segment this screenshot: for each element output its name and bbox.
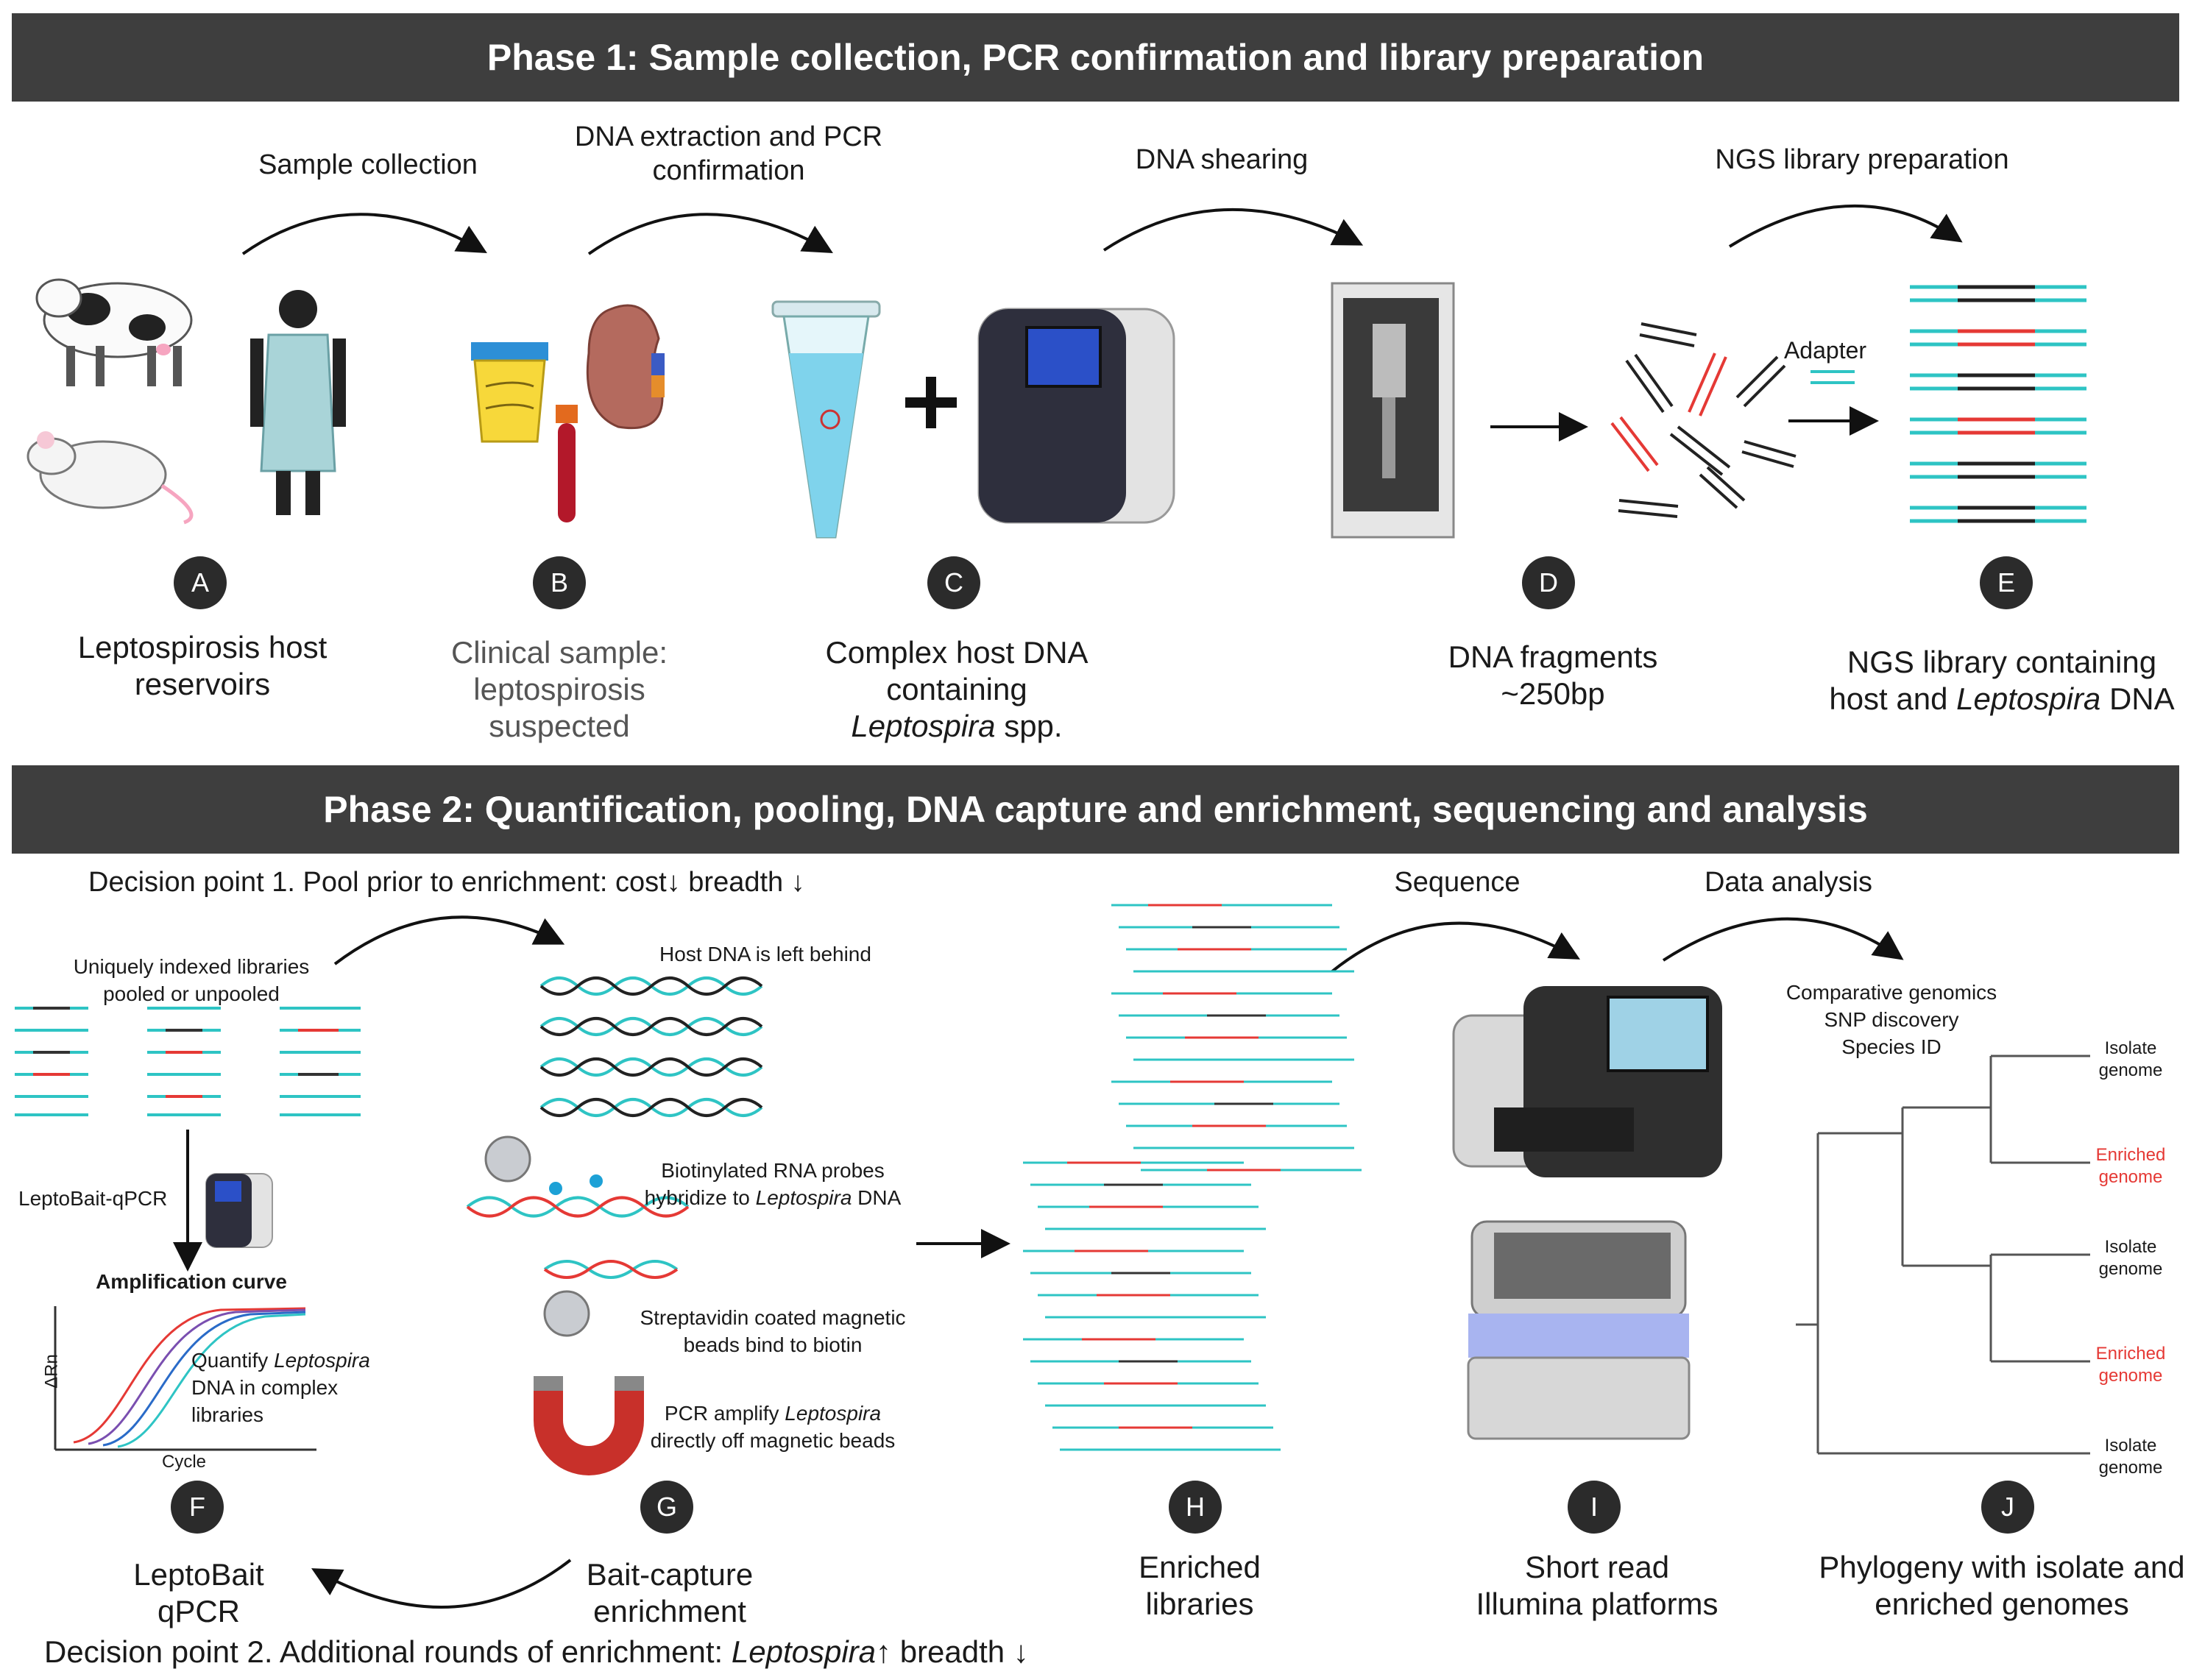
caption-c-line2: containing <box>886 672 1027 706</box>
leptobait-qpcr-label: LeptoBait-qPCR <box>18 1187 168 1210</box>
decision-point-2: Decision point 2. Additional rounds of e… <box>44 1634 1029 1669</box>
badge-a: A <box>174 556 227 609</box>
caption-b-line3: suspected <box>489 709 630 743</box>
caption-c-line1: Complex host DNA <box>825 635 1089 670</box>
probes-label: Biotinylated RNA probes hybridize to Lep… <box>644 1159 902 1209</box>
arrow-ngs-prep <box>1728 204 1963 248</box>
step-data-analysis: Data analysis <box>1704 867 1873 898</box>
quantify-label: Quantify Leptospira DNA in complex libra… <box>191 1349 370 1426</box>
streptavidin-beads-icon <box>543 1260 679 1337</box>
caption-a-line2: reservoirs <box>134 667 271 701</box>
plus-icon <box>905 377 957 428</box>
ngs-library-icon <box>1910 285 2086 523</box>
step-ngs-library-prep: NGS library preparation <box>1715 144 2009 175</box>
badge-g: G <box>640 1481 693 1534</box>
step-dna-extraction-line1: DNA extraction and PCR <box>574 121 883 152</box>
arrow-sample-collection <box>241 213 487 255</box>
sequencer-icon-1 <box>1452 986 1722 1177</box>
caption-a-line1: Leptospirosis host <box>77 630 328 664</box>
badge-f: F <box>171 1481 224 1534</box>
phase1-title: Phase 1: Sample collection, PCR confirma… <box>486 37 1705 78</box>
caption-b-line2: leptospirosis <box>473 672 645 706</box>
step-sequence: Sequence <box>1394 867 1521 898</box>
qpcr-machine-icon <box>205 1173 273 1248</box>
sample-tube-icon <box>771 300 881 539</box>
patient-icon <box>250 290 346 515</box>
analysis-label: Comparative genomics SNP discovery Speci… <box>1785 981 1997 1058</box>
dna-shearing-device-icon <box>1331 282 1455 539</box>
arrow-decision2 <box>311 1559 572 1609</box>
blood-tube-icon <box>556 405 578 522</box>
decision-point-1: Decision point 1. Pool prior to enrichme… <box>88 867 805 898</box>
step-dna-extraction-line2: confirmation <box>652 155 805 186</box>
caption-b: Clinical sample: leptospirosis suspected <box>412 634 707 745</box>
caption-e: NGS library containing host and Leptospi… <box>1818 644 2186 717</box>
step-sample-collection: Sample collection <box>258 149 478 180</box>
arrow-data-analysis <box>1662 917 1904 962</box>
phase2-banner: Phase 2: Quantification, pooling, DNA ca… <box>12 765 2179 854</box>
arrow-dna-shearing <box>1102 208 1364 252</box>
urine-sample-icon <box>471 342 548 443</box>
amplification-curve-plot <box>54 1306 316 1451</box>
badge-e: E <box>1980 556 2033 609</box>
badge-i: I <box>1568 1481 1621 1534</box>
phylogeny-tree <box>1796 1055 2090 1455</box>
kidney-icon <box>586 304 665 430</box>
pooled-libraries-label: Uniquely indexed libraries pooled or unp… <box>73 955 310 1005</box>
caption-e-line1: NGS library containing <box>1847 645 2157 679</box>
pcr-machine-icon <box>977 308 1175 524</box>
caption-c: Complex host DNA containing Leptospira s… <box>795 634 1119 745</box>
cow-icon <box>35 278 193 386</box>
host-dna-label: Host DNA is left behind <box>659 943 871 965</box>
enriched-libraries-icon <box>1023 904 1362 1451</box>
pcr-amplify-label: PCR amplify Leptospira directly off magn… <box>650 1402 896 1452</box>
adapter-label: Adapter <box>1783 337 1867 364</box>
sequencer-icon-2 <box>1467 1220 1691 1440</box>
caption-e-line2: host and Leptospira DNA <box>1829 681 2175 716</box>
badge-h: H <box>1169 1481 1222 1534</box>
arrow-sequence <box>1331 921 1580 973</box>
streptavidin-label: Streptavidin coated magnetic beads bind … <box>640 1306 906 1356</box>
caption-d-line1: DNA fragments <box>1448 639 1658 674</box>
magnet-icon <box>534 1376 644 1475</box>
badge-d: D <box>1522 556 1575 609</box>
host-dna-icon <box>539 977 763 1117</box>
biotinylated-probes-icon <box>466 1135 690 1218</box>
adapter-icon <box>1811 370 1855 384</box>
caption-d: DNA fragments ~250bp <box>1398 639 1707 712</box>
pooled-libraries-icon <box>15 1007 361 1116</box>
amplification-curve-title: Amplification curve <box>96 1270 287 1293</box>
caption-a: Leptospirosis host reservoirs <box>44 629 361 703</box>
axis-x-label: Cycle <box>161 1452 206 1472</box>
phase2-title: Phase 2: Quantification, pooling, DNA ca… <box>323 789 1868 830</box>
arrow-pool-to-capture <box>333 915 565 965</box>
caption-d-line2: ~250bp <box>1501 676 1605 711</box>
caption-c-line3: Leptospira spp. <box>851 709 1063 743</box>
arrow-dna-extraction <box>587 213 833 255</box>
dna-fragments-icon <box>1610 322 1797 518</box>
badge-c: C <box>927 556 980 609</box>
caption-b-line1: Clinical sample: <box>450 635 668 670</box>
phase1-banner: Phase 1: Sample collection, PCR confirma… <box>12 13 2179 102</box>
step-dna-shearing: DNA shearing <box>1135 144 1309 175</box>
rat-icon <box>26 431 194 525</box>
badge-j: J <box>1981 1481 2034 1534</box>
badge-b: B <box>533 556 586 609</box>
axis-y-label: ΔRn <box>41 1354 62 1389</box>
